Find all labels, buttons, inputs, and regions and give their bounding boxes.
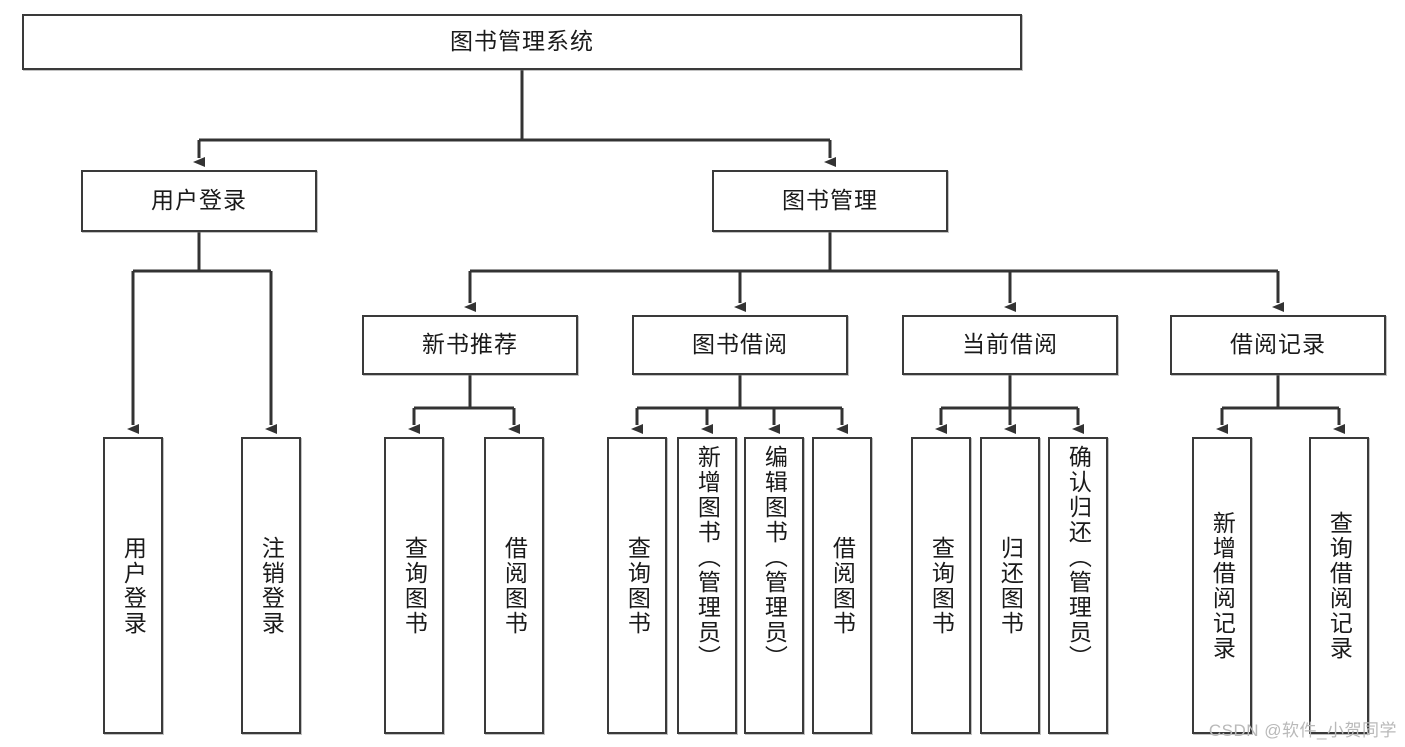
node-leaf-query-book-2[interactable]: 查询图书	[607, 437, 667, 734]
node-borrow-record[interactable]: 借阅记录	[1170, 315, 1386, 375]
node-leaf-query-book-3[interactable]: 查询图书	[911, 437, 971, 734]
node-book-borrow-label: 图书借阅	[692, 331, 788, 358]
node-leaf-confirm-return[interactable]: 确认归还（管理员）	[1048, 437, 1108, 734]
node-leaf-query-book-3-label: 查询图书	[928, 535, 955, 636]
node-book-manage[interactable]: 图书管理	[712, 170, 948, 232]
node-leaf-query-book-2-label: 查询图书	[624, 535, 651, 636]
node-root-label: 图书管理系统	[450, 28, 594, 55]
node-leaf-borrow-book-1-label: 借阅图书	[501, 535, 528, 636]
node-leaf-query-record[interactable]: 查询借阅记录	[1309, 437, 1369, 734]
node-leaf-add-record-label: 新增借阅记录	[1209, 510, 1236, 661]
node-leaf-add-book-label: 新增图书（管理员）	[694, 445, 721, 670]
node-leaf-borrow-book-1[interactable]: 借阅图书	[484, 437, 544, 734]
node-leaf-logout-login[interactable]: 注销登录	[241, 437, 301, 734]
node-borrow-record-label: 借阅记录	[1230, 331, 1326, 358]
node-current-borrow[interactable]: 当前借阅	[902, 315, 1118, 375]
node-root[interactable]: 图书管理系统	[22, 14, 1022, 70]
node-current-borrow-label: 当前借阅	[962, 331, 1058, 358]
node-leaf-borrow-book-2[interactable]: 借阅图书	[812, 437, 872, 734]
node-leaf-query-book-1[interactable]: 查询图书	[384, 437, 444, 734]
node-leaf-confirm-return-label: 确认归还（管理员）	[1065, 445, 1092, 670]
node-leaf-query-book-1-label: 查询图书	[401, 535, 428, 636]
node-leaf-user-login-label: 用户登录	[120, 535, 147, 636]
node-leaf-user-login[interactable]: 用户登录	[103, 437, 163, 734]
node-leaf-edit-book[interactable]: 编辑图书（管理员）	[744, 437, 804, 734]
node-book-borrow[interactable]: 图书借阅	[632, 315, 848, 375]
node-new-book-recommend[interactable]: 新书推荐	[362, 315, 578, 375]
node-leaf-add-book[interactable]: 新增图书（管理员）	[677, 437, 737, 734]
node-leaf-edit-book-label: 编辑图书（管理员）	[761, 445, 788, 670]
node-user-login-label: 用户登录	[151, 187, 247, 214]
node-leaf-query-record-label: 查询借阅记录	[1326, 510, 1353, 661]
watermark-text: CSDN @软件_小贺同学	[1208, 721, 1397, 740]
node-leaf-add-record[interactable]: 新增借阅记录	[1192, 437, 1252, 734]
node-leaf-return-book-label: 归还图书	[997, 535, 1024, 636]
node-leaf-logout-login-label: 注销登录	[258, 535, 285, 636]
node-new-book-recommend-label: 新书推荐	[422, 331, 518, 358]
node-leaf-borrow-book-2-label: 借阅图书	[829, 535, 856, 636]
node-user-login[interactable]: 用户登录	[81, 170, 317, 232]
node-leaf-return-book[interactable]: 归还图书	[980, 437, 1040, 734]
node-book-manage-label: 图书管理	[782, 187, 878, 214]
